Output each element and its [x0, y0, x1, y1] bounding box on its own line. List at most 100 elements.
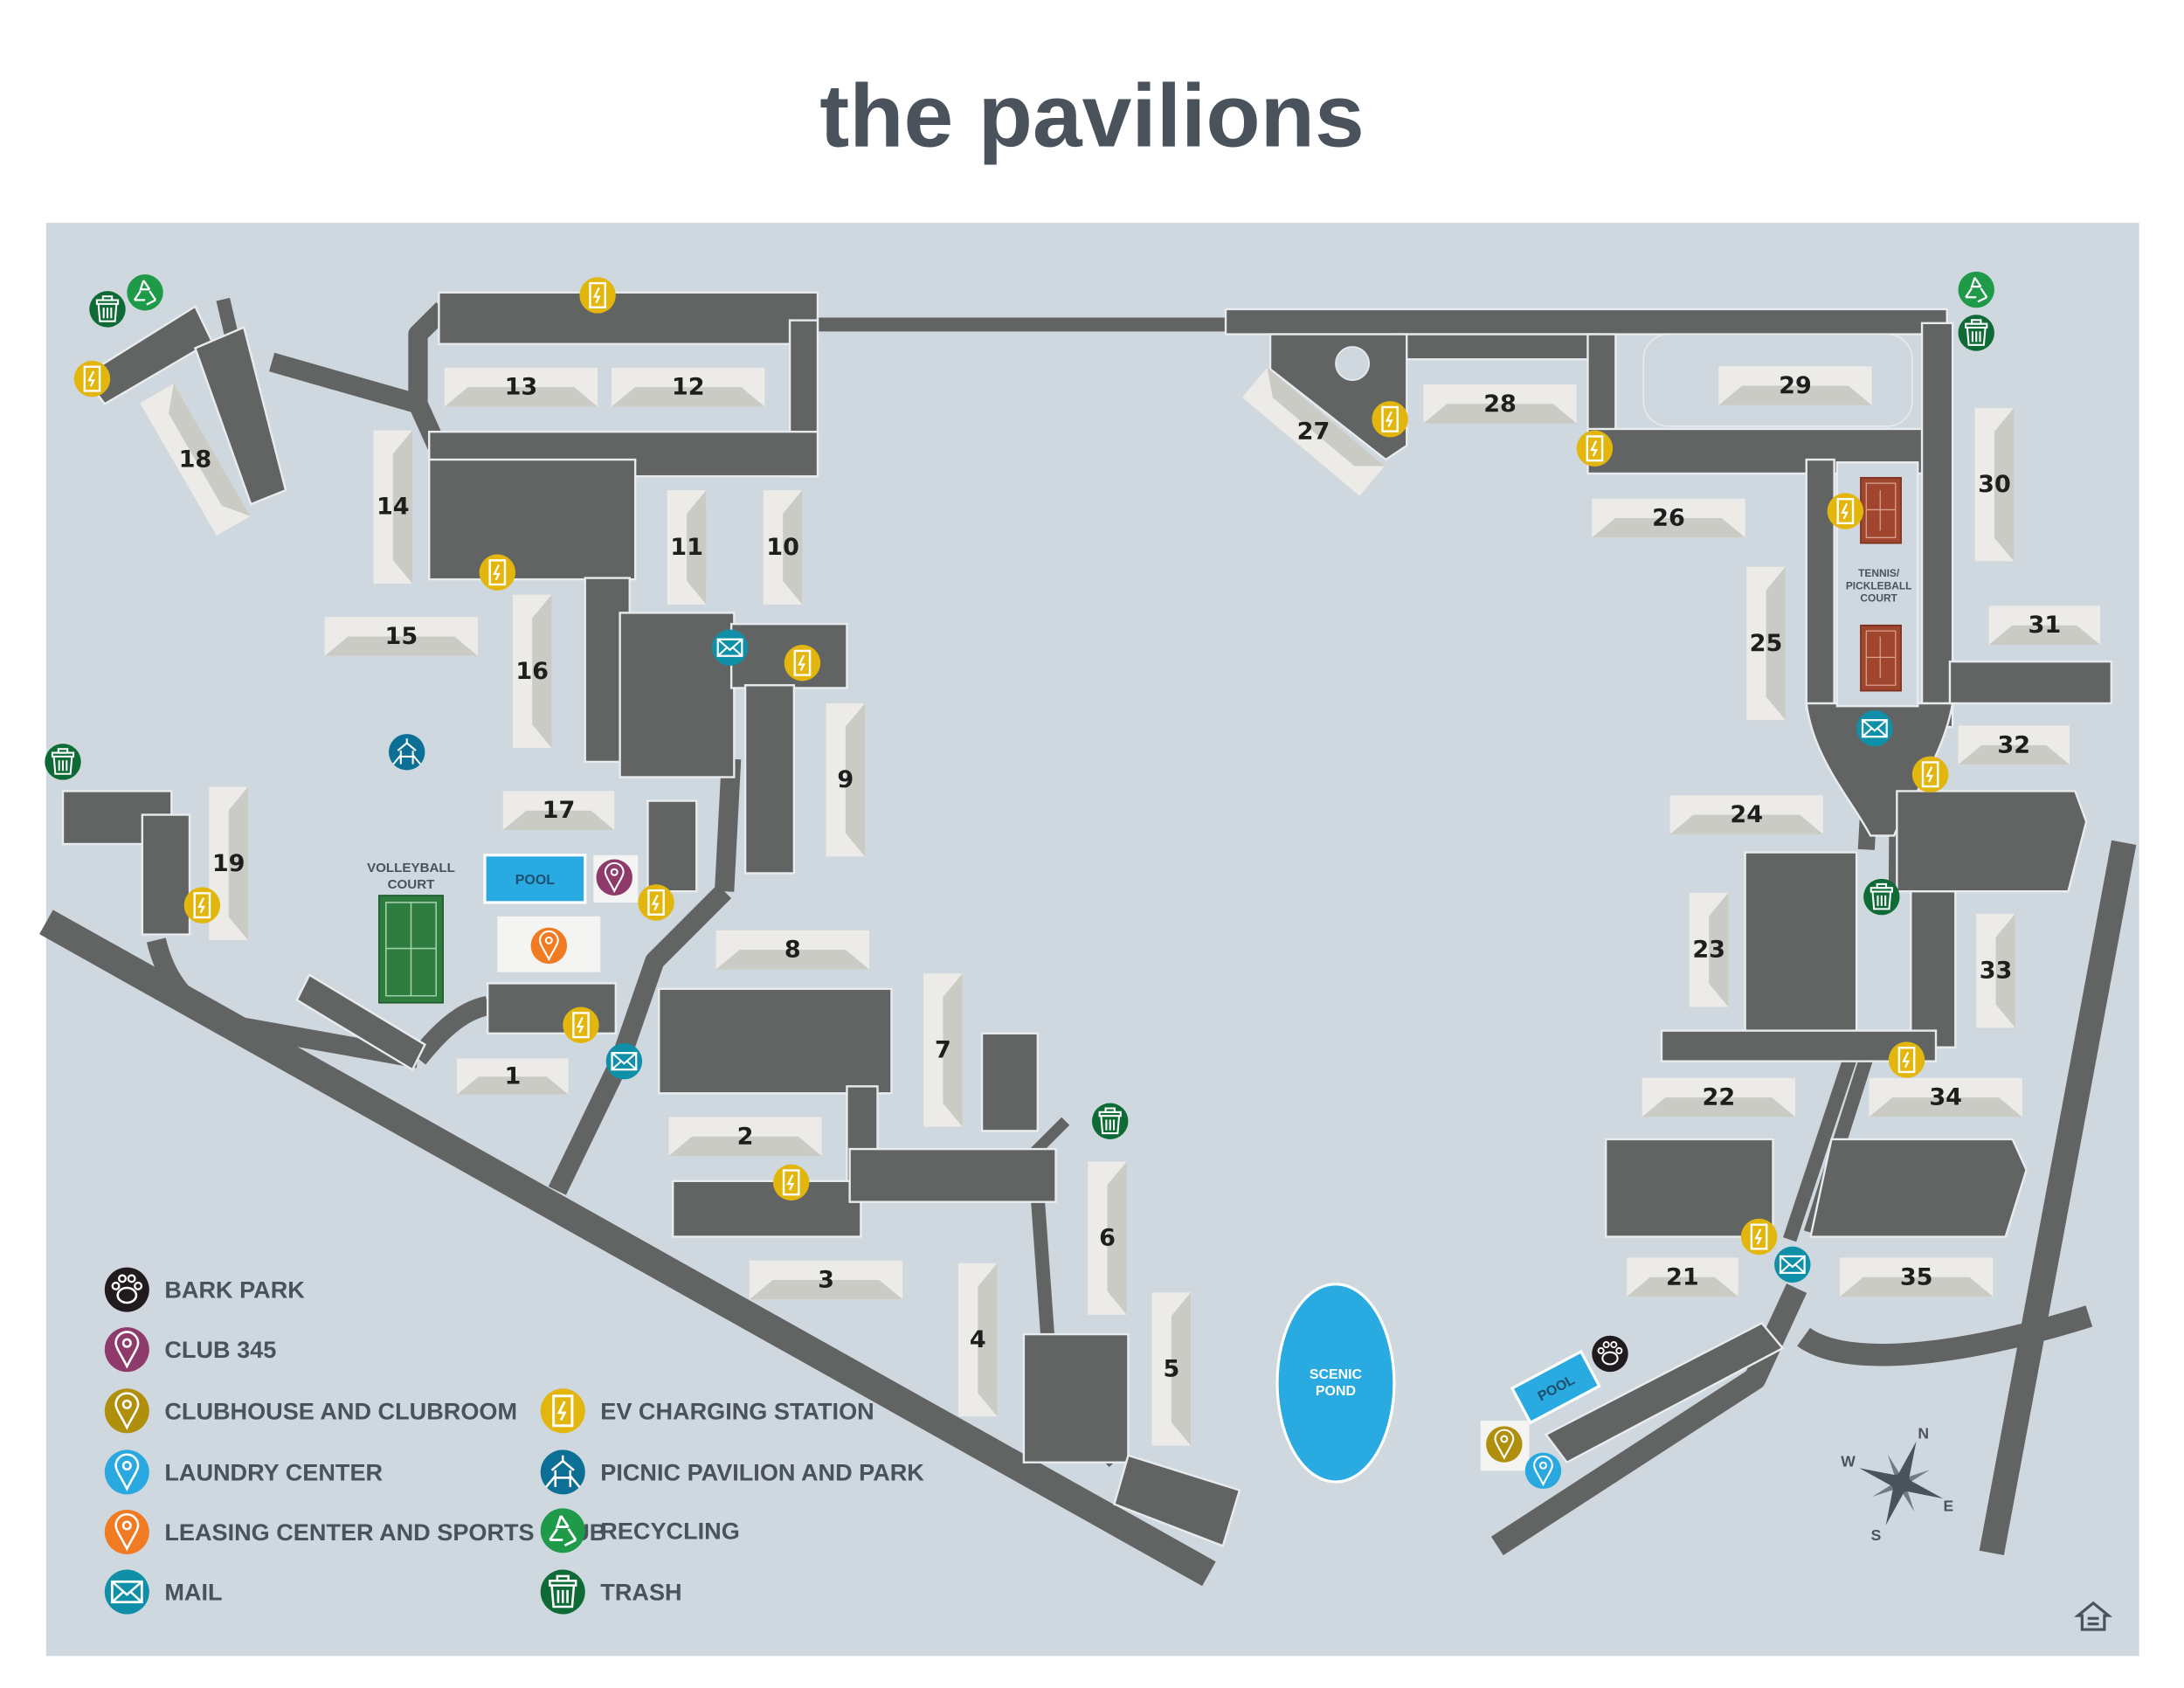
pool-main — [483, 854, 587, 904]
ev-charging-icon — [73, 360, 111, 398]
building-number: 28 — [1483, 391, 1517, 418]
club345-pin-icon — [104, 1327, 149, 1373]
club345-pin-icon — [596, 859, 632, 896]
legend-label: PICNIC PAVILION AND PARK — [600, 1458, 924, 1485]
legend-item-leasing: LEASING CENTER AND SPORTS CLUB — [104, 1509, 606, 1554]
compass-s: S — [1871, 1526, 1882, 1544]
legend-label: TRASH — [600, 1579, 681, 1606]
building-1: 1 — [457, 1058, 569, 1095]
building-number: 32 — [1997, 731, 2030, 758]
building-28: 28 — [1423, 384, 1577, 424]
building-21: 21 — [1627, 1257, 1738, 1297]
pool-main-label: POOL — [515, 873, 555, 888]
legend-label: LAUNDRY CENTER — [164, 1458, 383, 1485]
building-19: 19 — [209, 786, 248, 940]
leasing-pin-icon — [530, 927, 568, 965]
building-number: 4 — [970, 1326, 986, 1353]
legend-item-clubhouse: CLUBHOUSE AND CLUBROOM — [104, 1388, 517, 1434]
leasing-pin-icon — [104, 1509, 149, 1554]
ev-charging-icon — [479, 554, 516, 591]
mail-icon — [1856, 709, 1893, 747]
legend-label: LEASING CENTER AND SPORTS CLUB — [164, 1519, 606, 1546]
ev-charging-icon — [1827, 493, 1864, 529]
trash-icon — [89, 291, 126, 328]
trash-icon — [1092, 1103, 1129, 1139]
legend-item-ev: EV CHARGING STATION — [540, 1388, 874, 1434]
building-number: 12 — [672, 374, 705, 401]
laundry-icon — [1524, 1452, 1562, 1490]
building-33: 33 — [1976, 913, 2015, 1028]
trash-icon — [45, 744, 81, 780]
roads — [39, 297, 2137, 1587]
recycling-icon — [540, 1508, 585, 1553]
parking-lots — [61, 291, 2113, 1547]
legend-label: CLUB 345 — [164, 1336, 276, 1363]
legend-label: MAIL — [164, 1579, 222, 1606]
building-5: 5 — [1151, 1292, 1192, 1446]
building-number: 10 — [766, 534, 799, 561]
pond-label-1: SCENIC — [1310, 1367, 1363, 1382]
trash-icon — [1958, 315, 1994, 351]
building-9: 9 — [826, 703, 866, 857]
building-number: 17 — [543, 797, 576, 824]
map-icons — [45, 271, 1994, 1490]
building-number: 35 — [1900, 1263, 1933, 1290]
building-number: 25 — [1750, 630, 1783, 657]
compass-rose: N E S W — [1841, 1425, 1953, 1544]
ev-charging-icon — [579, 277, 616, 314]
building-23: 23 — [1689, 892, 1729, 1007]
bark-park-icon — [1592, 1335, 1628, 1373]
legend-item-laundry: LAUNDRY CENTER — [104, 1449, 383, 1495]
building-number: 33 — [1980, 958, 2013, 985]
building-24: 24 — [1669, 795, 1823, 834]
ev-charging-icon — [563, 1007, 599, 1043]
recycling-icon — [127, 274, 163, 311]
building-10: 10 — [763, 490, 803, 605]
page-title: the pavilions — [819, 66, 1364, 165]
building-number: 9 — [837, 766, 854, 793]
building-7: 7 — [923, 973, 963, 1127]
ev-charging-icon — [638, 884, 674, 921]
ev-charging-icon — [1888, 1041, 1925, 1078]
picnic-pavilion-icon — [389, 734, 425, 771]
compass-w: W — [1841, 1453, 1856, 1470]
building-number: 30 — [1978, 471, 2011, 498]
equal-housing-icon — [2074, 1601, 2113, 1631]
clubhouse-pin-icon — [104, 1388, 149, 1434]
building-31: 31 — [1988, 605, 2101, 646]
building-15: 15 — [324, 617, 479, 656]
building-35: 35 — [1840, 1257, 1994, 1297]
building-number: 2 — [737, 1123, 754, 1150]
building-number: 24 — [1730, 801, 1763, 828]
tennis-label-3: COURT — [1860, 592, 1897, 605]
bark-park-icon — [104, 1267, 149, 1312]
building-29: 29 — [1718, 366, 1872, 405]
building-number: 26 — [1652, 504, 1685, 531]
ev-charging-icon — [1576, 430, 1614, 467]
building-13: 13 — [444, 367, 598, 407]
building-22: 22 — [1641, 1077, 1795, 1117]
building-3: 3 — [749, 1260, 903, 1300]
legend-item-picnic: PICNIC PAVILION AND PARK — [540, 1449, 924, 1495]
legend-item-recycling: RECYCLING — [540, 1508, 740, 1553]
building-number: 15 — [385, 623, 418, 650]
building-2: 2 — [668, 1117, 822, 1157]
tennis-label-2: PICKLEBALL — [1846, 579, 1912, 591]
laundry-icon — [104, 1449, 149, 1495]
building-12: 12 — [612, 367, 765, 407]
building-14: 14 — [373, 430, 413, 584]
building-30: 30 — [1974, 408, 2015, 562]
building-number: 29 — [1779, 372, 1812, 399]
building-18: 18 — [140, 383, 251, 536]
building-number: 14 — [377, 494, 410, 521]
building-number: 22 — [1702, 1084, 1735, 1111]
building-number: 3 — [818, 1266, 834, 1293]
building-8: 8 — [715, 930, 869, 970]
ev-charging-icon — [540, 1388, 585, 1434]
legend-label: CLUBHOUSE AND CLUBROOM — [164, 1397, 517, 1424]
building-number: 18 — [179, 446, 212, 474]
mail-icon — [104, 1569, 149, 1615]
buildings: 1234567891011121314151617181921222324252… — [140, 366, 2101, 1446]
building-number: 13 — [505, 374, 538, 401]
